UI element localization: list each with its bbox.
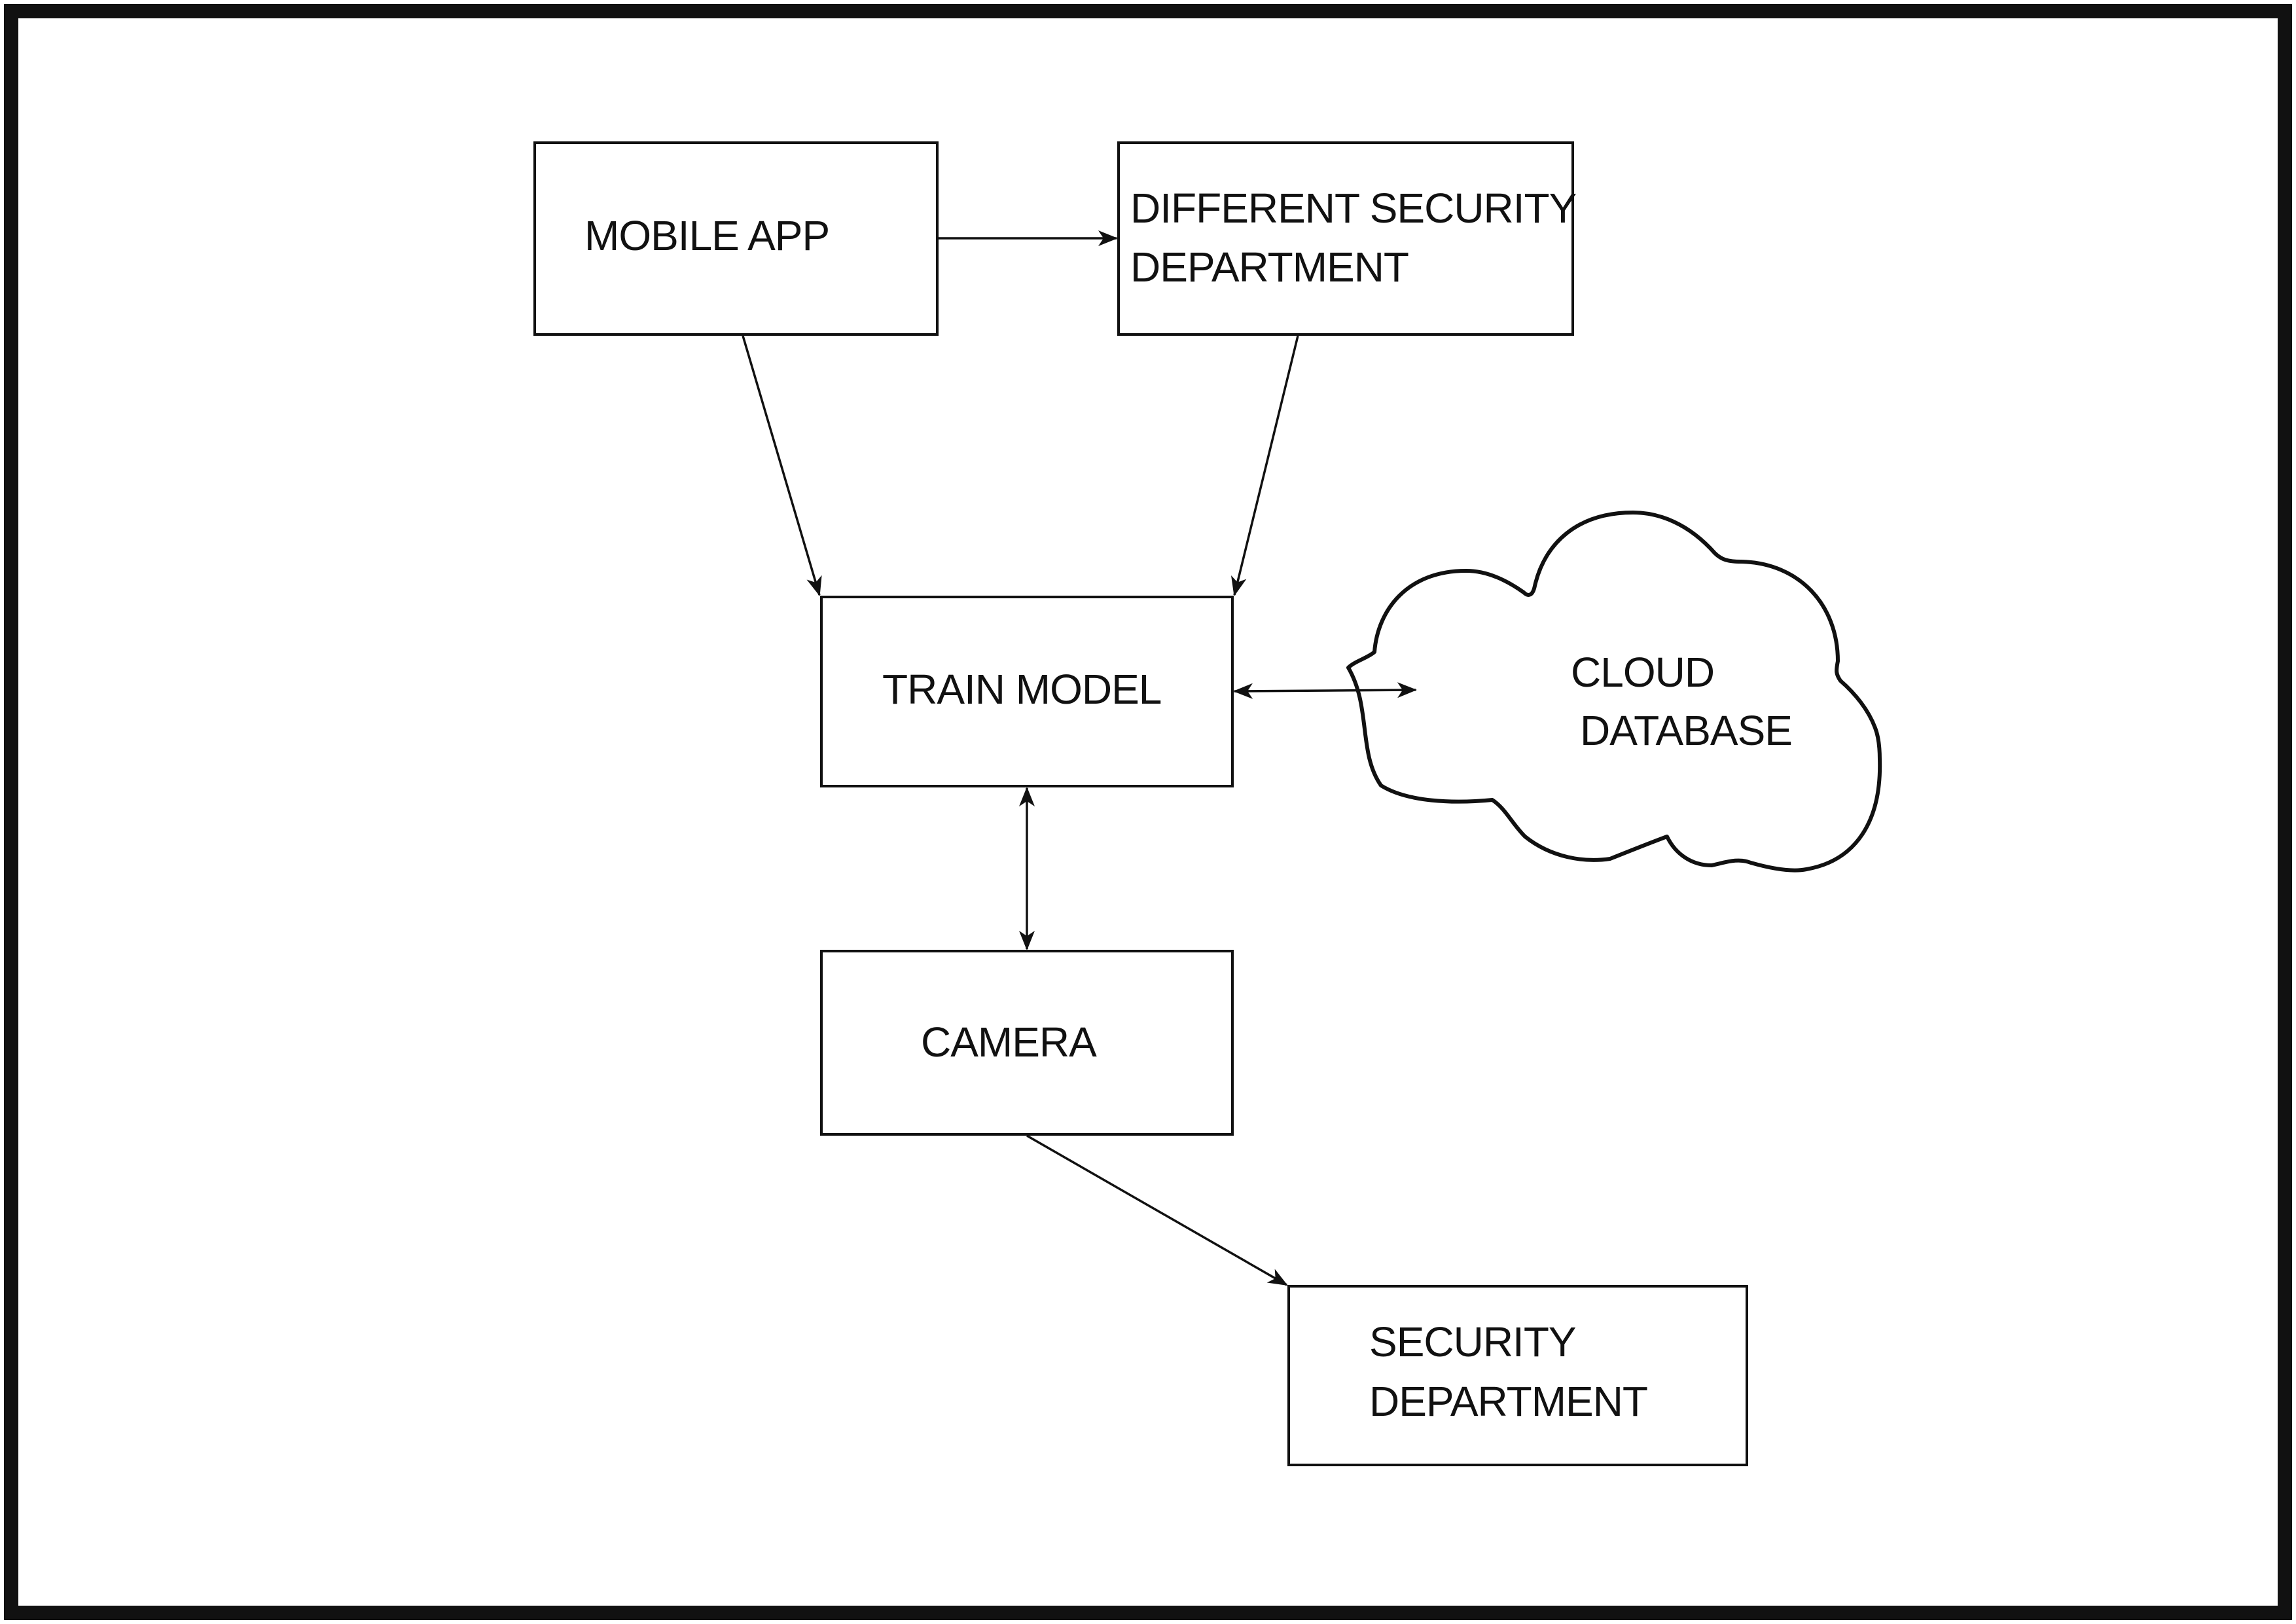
edge-camera-to-security-department — [1026, 1134, 1288, 1286]
outer-frame — [4, 4, 2292, 1620]
security-department-box — [1287, 1285, 1748, 1466]
cloud-database-label-line2: DATABASE — [1580, 707, 1792, 754]
different-security-label-line1: DIFFERENT SECURITY — [1130, 185, 1577, 232]
train-model-box — [820, 596, 1234, 787]
edge-different-security-to-train-model — [1231, 335, 1299, 596]
mobile-app-label: MOBILE APP — [584, 212, 829, 259]
mobile-app-box — [533, 141, 939, 336]
edge-mobile-to-train-model — [742, 335, 822, 596]
camera-box — [820, 950, 1234, 1136]
camera-label: CAMERA — [921, 1019, 1097, 1066]
different-security-label-line2: DEPARTMENT — [1130, 244, 1408, 291]
security-department-label-line1: SECURITY — [1369, 1318, 1576, 1365]
different-security-box — [1117, 141, 1574, 336]
train-model-label: TRAIN MODEL — [882, 666, 1161, 713]
security-department-label-line2: DEPARTMENT — [1369, 1378, 1647, 1425]
cloud-database-label-line1: CLOUD — [1571, 649, 1714, 696]
edge-train-model-cloud — [1233, 682, 1417, 699]
